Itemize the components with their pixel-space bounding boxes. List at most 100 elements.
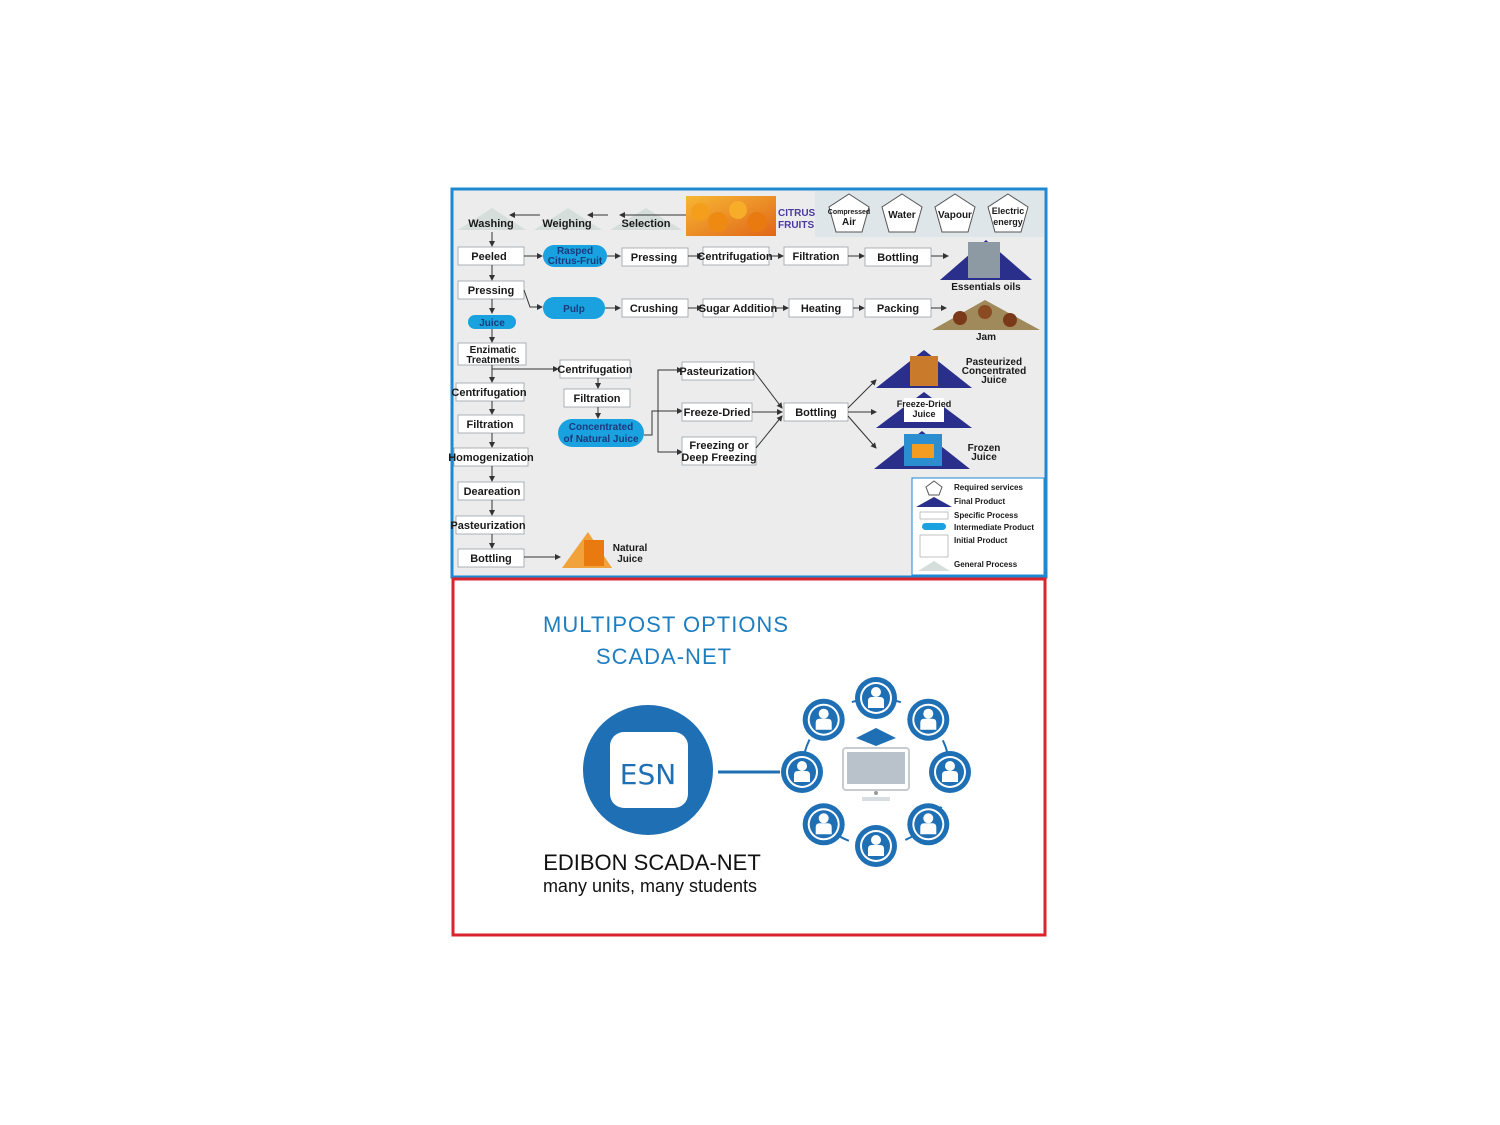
step-homogenization: Homogenization [448,452,534,464]
step-bottling: Bottling [470,553,512,565]
step-heating: Heating [801,303,841,315]
edibon-scada-net-label: EDIBON SCADA-NET [543,850,761,875]
legend-specific-process: Specific Process [954,511,1019,520]
step-sugar-addition: Sugar Addition [699,303,778,315]
step-filtration: Filtration [466,419,513,431]
label-essentials-oils: Essentials oils [951,282,1021,293]
label-frozen-1: Frozen [968,443,1001,454]
product-natural-juice: Natural Juice [562,532,647,568]
label-washing: Washing [468,218,513,230]
students-network [781,677,971,867]
legend-box-icon [919,511,949,520]
service-label: Electric [992,206,1025,216]
monitor-icon [842,728,910,801]
service-label: Water [888,210,916,221]
step-crushing: Crushing [630,303,678,315]
label-freeze-dried-1: Freeze-Dried [897,399,952,409]
legend-initial-icon [919,534,949,558]
step-packing: Packing [877,303,919,315]
legend-general-process: General Process [954,560,1018,569]
step-freezing-2: Deep Freezing [681,452,756,464]
citrus-label-2: FRUITS [778,220,814,231]
legend-final-product: Final Product [954,497,1005,506]
student-icon [802,803,845,846]
service-label: Vapour [938,210,972,221]
label-natural-1: Natural [613,543,648,554]
student-icon [907,698,950,741]
label-freeze-dried-2: Juice [912,409,935,419]
step-bottling-final: Bottling [795,407,837,419]
concentrate-branch: Centrifugation Filtration Concentrated o… [557,359,683,455]
label-pasteurized-2: Concentrated [962,366,1026,377]
legend-required-services: Required services [954,483,1023,492]
step-rasped-1: Rasped [557,246,593,257]
step-juice: Juice [479,318,505,329]
step-pasteurization: Pasteurization [450,520,525,532]
product-pasteurized-juice: Pasteurized Concentrated Juice [876,350,1026,388]
label-natural-2: Juice [617,554,643,565]
step-filtration-mid: Filtration [573,393,620,405]
multipost-title: MULTIPOST OPTIONS [543,612,789,637]
label-jam: Jam [976,332,996,343]
step-pressing-r1: Pressing [631,252,677,264]
student-icon [802,698,845,741]
step-freeze-dried: Freeze-Dried [684,407,751,419]
row-jam: Pulp Crushing Sugar Addition Heating Pac… [523,289,947,319]
process-diagram-panel: CITRUS FRUITS Compressed Air Water Vapou… [448,187,1048,579]
step-centrifugation-r1: Centrifugation [697,251,772,263]
step-rasped-2: Citrus-Fruit [548,256,603,267]
service-label: Air [842,217,856,228]
step-enzimatic: Enzimatic [470,345,517,356]
esn-logo: ESN [583,705,713,835]
product-essential-oils: Essentials oils [940,240,1032,293]
general-process-washing [458,208,526,230]
step-deareation: Deareation [464,486,521,498]
general-process-weighing [534,208,602,230]
step-filtration-r1: Filtration [792,251,839,263]
step-freezing-1: Freezing or [689,440,749,452]
service-electric-energy: Electric energy [987,193,1029,233]
product-frozen-juice: Frozen Juice [874,431,1000,469]
label-selection: Selection [622,218,671,230]
citrus-label-1: CITRUS [778,208,816,219]
step-bottling-r1: Bottling [877,252,919,264]
label-pasteurized-3: Juice [981,375,1007,386]
step-treatments: Treatments [466,355,520,366]
legend-intermediate-product: Intermediate Product [954,523,1034,532]
legend: Required services Final Product Specific… [911,477,1045,576]
left-column: Peeled Pressing Juice Enzimatic Treatmen… [448,232,561,568]
row-essential-oils: Rasped Citrus-Fruit Pressing Centrifugat… [524,245,949,267]
step-concentrated-1: Concentrated [569,422,633,433]
step-centrifugation: Centrifugation [451,387,526,399]
service-compressed-air: Compressed Air [828,193,870,233]
student-icon [907,803,950,846]
citrus-image [686,196,776,236]
legend-pentagon-icon [925,480,943,496]
legend-triangle-icon [916,497,952,507]
service-label: energy [993,217,1023,227]
step-concentrated-2: of Natural Juice [563,434,638,445]
label-pasteurized-1: Pasteurized [966,357,1022,368]
step-pasteurization-br: Pasteurization [679,366,754,378]
esn-label: ESN [620,758,676,791]
label-frozen-2: Juice [971,452,997,463]
student-icon [855,677,897,719]
step-peeled: Peeled [471,251,506,263]
general-process-selection [610,208,682,230]
finish-branches: Pasteurization Freeze-Dried Freezing or … [679,361,877,466]
product-jam: Jam [932,300,1040,343]
scada-net-panel: MULTIPOST OPTIONS SCADA-NET ESN EDIBON S… [451,577,1047,937]
label-weighing: Weighing [542,218,591,230]
student-icon [855,825,897,867]
step-pressing: Pressing [468,285,514,297]
student-icon [929,751,971,793]
service-vapour: Vapour [934,193,976,233]
service-water: Water [881,193,923,233]
student-icon [781,751,823,793]
legend-general-icon [918,561,950,571]
legend-initial-product: Initial Product [954,536,1008,545]
step-pulp: Pulp [563,304,585,315]
product-freeze-dried-juice: Freeze-Dried Juice [876,392,972,428]
scada-net-title: SCADA-NET [596,644,732,669]
